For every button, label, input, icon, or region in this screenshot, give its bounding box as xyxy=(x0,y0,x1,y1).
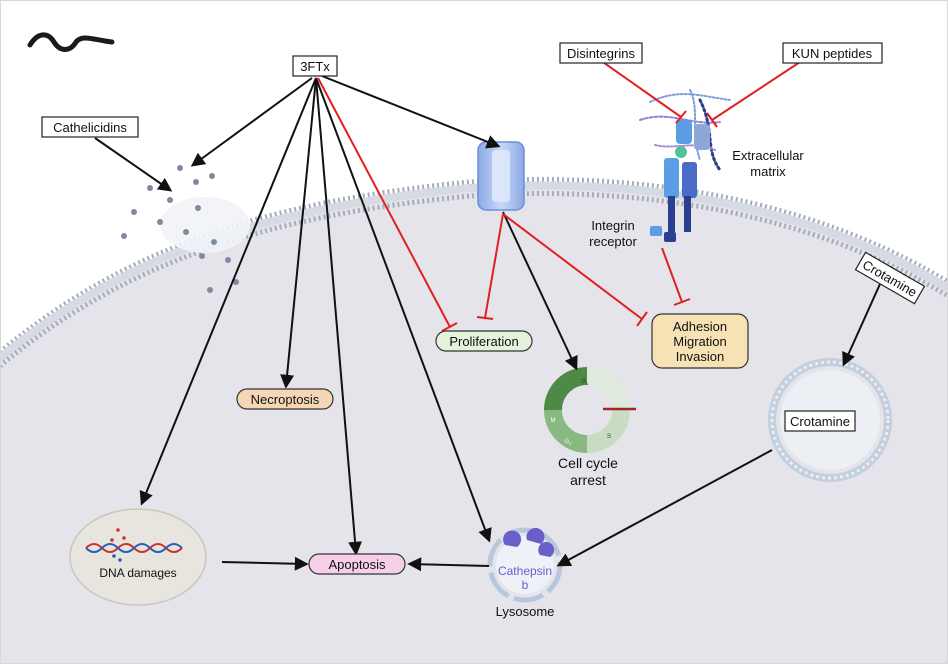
inhibition-lines xyxy=(317,59,801,332)
phase-g2-label: G2 xyxy=(565,439,573,446)
dna-damages-label: DNA damages xyxy=(99,566,176,580)
apoptosis-node: Apoptosis xyxy=(308,553,406,575)
integrin-receptor-icon xyxy=(650,120,710,242)
necroptosis-label: Necroptosis xyxy=(251,392,320,407)
arrow-vesicle-to-lysosome xyxy=(556,449,773,567)
arrow-3ftx-to-membrane xyxy=(190,77,313,167)
inhibit-disintegrins-integrin xyxy=(599,59,682,118)
disintegrins-label: Disintegrins xyxy=(567,46,635,61)
cell-membrane xyxy=(0,177,948,368)
cytoplasm xyxy=(0,187,948,664)
snake-icon xyxy=(27,32,115,52)
crotamine-inside-node: Crotamine xyxy=(784,410,856,432)
proliferation-node: Proliferation xyxy=(435,330,533,352)
adhesion-node: Adhesion Migration Invasion xyxy=(651,313,749,369)
apoptosis-label: Apoptosis xyxy=(328,557,386,572)
migration-label: Migration xyxy=(673,334,726,349)
invasion-label: Invasion xyxy=(676,349,724,364)
tfx-node: 3FTx xyxy=(292,55,338,77)
phase-g1-label: G1 xyxy=(582,379,590,386)
disintegrins-node: Disintegrins xyxy=(559,42,643,64)
cathelicidins-label: Cathelicidins xyxy=(53,120,127,135)
phase-s-label: S xyxy=(607,434,611,440)
cathepsin-label-line2: b xyxy=(522,578,529,592)
inhibit-kun-matrix xyxy=(711,61,801,121)
phase-m-label: M xyxy=(551,418,556,424)
necroptosis-node: Necroptosis xyxy=(236,388,334,410)
dna-damage-container xyxy=(69,508,207,606)
cell-cycle-label-line1: Cell cycle xyxy=(558,455,618,471)
integrin-label-line1: Integrin xyxy=(591,218,634,233)
arrow-3ftx-to-lysosome xyxy=(315,77,492,543)
inhibit-channel-proliferation xyxy=(484,213,504,319)
cell-cycle-label-line2: arrest xyxy=(570,472,606,488)
cell-cycle-icon xyxy=(544,367,636,453)
activation-arrows xyxy=(94,75,881,572)
inhibit-integrin-adhesion xyxy=(661,247,683,303)
lysosome-label: Lysosome xyxy=(496,604,555,619)
extracellular-label-line2: matrix xyxy=(750,164,786,179)
arrow-3ftx-to-dna xyxy=(139,77,317,506)
adhesion-label: Adhesion xyxy=(673,319,727,334)
ion-channel-icon xyxy=(477,141,525,211)
membrane-pore-icon xyxy=(121,165,250,293)
arrow-3ftx-to-channel xyxy=(321,75,501,149)
arrow-3ftx-to-apoptosis xyxy=(315,77,363,556)
integrin-label-line2: receptor xyxy=(589,234,637,249)
extracellular-label-line1: Extracellular xyxy=(732,148,804,163)
kun-peptides-label: KUN peptides xyxy=(792,46,873,61)
cathelicidins-node: Cathelicidins xyxy=(41,116,139,138)
crotamine-inside-label: Crotamine xyxy=(790,414,850,429)
arrow-crotamine-to-vesicle xyxy=(842,283,881,367)
arrow-channel-to-cell-cycle xyxy=(502,211,578,371)
arrow-cathelicidins-to-pore xyxy=(94,137,173,192)
proliferation-label: Proliferation xyxy=(449,334,518,349)
tfx-label: 3FTx xyxy=(300,59,330,74)
arrow-dna-to-apoptosis xyxy=(221,556,309,571)
cathepsin-label-line1: Cathepsin xyxy=(498,564,552,578)
arrow-lysosome-to-apoptosis xyxy=(407,557,490,572)
kun-peptides-node: KUN peptides xyxy=(782,42,883,64)
arrow-3ftx-to-necroptosis xyxy=(280,77,317,389)
inhibit-channel-adhesion xyxy=(502,213,643,320)
inhibit-3ftx-proliferation xyxy=(317,77,451,328)
